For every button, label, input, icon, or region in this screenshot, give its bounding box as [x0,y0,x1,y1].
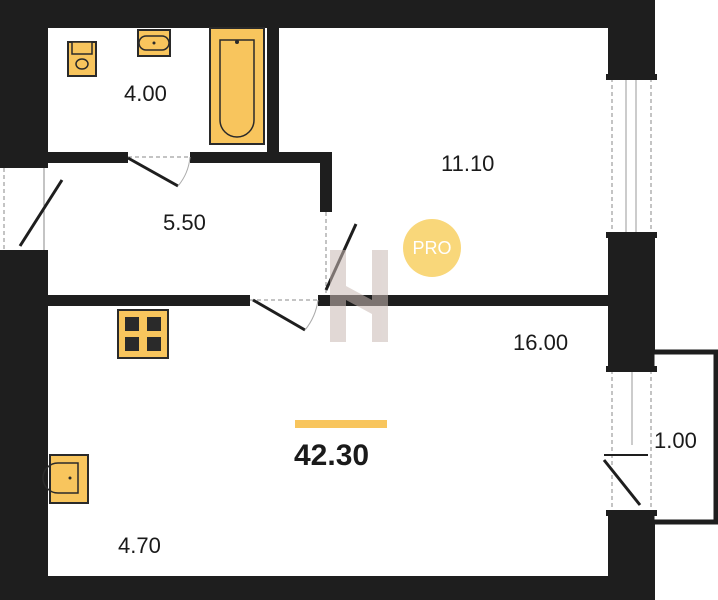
balcony-door-leaf [602,459,642,506]
area-label-bathroom: 4.00 [124,81,167,106]
hallway-floor [48,163,320,295]
watermark-logo [330,250,388,342]
kitchen-door-gap [250,295,318,306]
area-label-kitchen-zone: 4.70 [118,533,161,558]
pro-badge [403,219,461,277]
pro-badge-label: PRO [412,238,451,258]
bathtub-icon [209,27,265,145]
wall-hall-room-top [279,152,332,163]
kitchen-door-leaf [252,298,306,332]
kitchen-sink-icon [42,454,89,504]
bath-door-leaf [127,156,179,188]
toilet-icon [67,41,97,77]
wall-hall-room [320,152,332,212]
area-label-room: 11.10 [441,151,494,176]
wall-middle [48,295,608,306]
wall-bath-room [267,28,279,163]
room-door-gap [320,212,332,295]
total-accent-bar [295,420,387,428]
entrance-gap [0,168,48,250]
area-label-kitchen-living: 16.00 [513,330,568,355]
room-window [608,78,655,236]
total-area: 42.30 [294,439,369,472]
stove-icon [117,309,169,359]
sink-icon [137,29,171,57]
area-label-hallway: 5.50 [163,210,206,235]
area-label-balcony: 1.00 [654,428,697,453]
entrance-door-leaf [18,179,64,247]
